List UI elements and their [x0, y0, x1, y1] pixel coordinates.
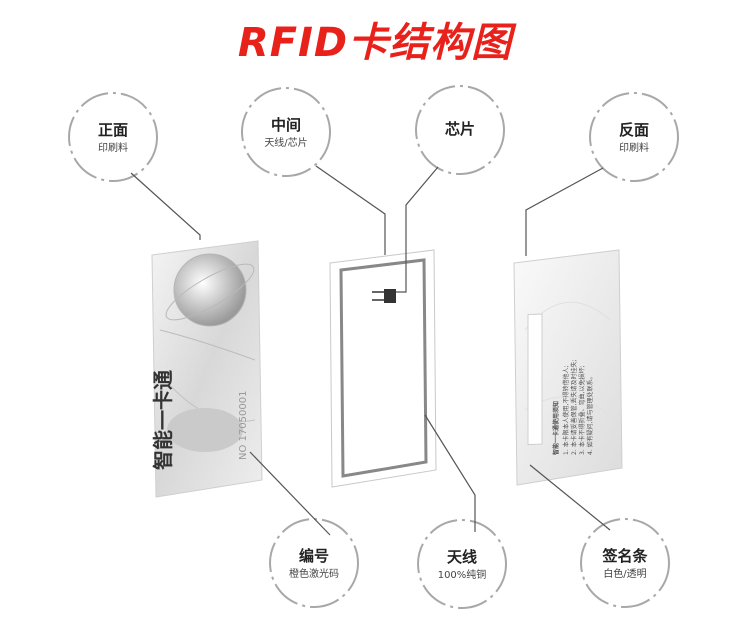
back-line: 1. 本卡限本人使用,不得转借他人;	[562, 365, 570, 455]
diagram-title: RFID卡结构图	[237, 20, 513, 66]
back-circle	[589, 92, 679, 182]
back-leader	[525, 167, 604, 256]
antenna-circle	[417, 519, 507, 609]
label-front-main: 正面	[97, 121, 128, 139]
middle-card	[329, 249, 437, 488]
label-front-sub: 印刷料	[98, 143, 128, 154]
label-back: 反面 印刷料	[584, 121, 684, 156]
card-serial: NO 17050001	[238, 391, 249, 460]
label-antenna: 天线 100%纯铜	[412, 548, 512, 583]
label-middle-sub: 天线/芯片	[264, 138, 308, 149]
back-line: 3. 本卡不得折叠、弯曲,以免损坏;	[578, 365, 586, 455]
chip-circle	[415, 85, 505, 175]
label-middle-main: 中间	[270, 116, 301, 134]
middle-circle	[241, 87, 331, 177]
antenna-leader	[424, 414, 476, 532]
signature-circle	[580, 518, 670, 608]
label-signature-main: 签名条	[602, 547, 648, 565]
chip-module	[384, 289, 396, 303]
label-number-main: 编号	[298, 547, 329, 565]
front-leader	[130, 172, 201, 240]
chip-leader	[396, 166, 439, 293]
signature-strip	[527, 313, 543, 446]
label-back-main: 反面	[618, 121, 649, 139]
label-back-sub: 印刷料	[619, 143, 649, 154]
label-number: 编号 橙色激光码	[264, 547, 364, 582]
label-signature-sub: 白色/透明	[603, 569, 647, 580]
signature-leader	[529, 464, 611, 531]
front-card: 智能一卡通 NO 17050001	[151, 240, 263, 498]
label-chip-main: 芯片	[444, 120, 475, 138]
label-middle: 中间 天线/芯片	[236, 116, 336, 151]
label-chip: 芯片	[410, 120, 510, 138]
back-line: 2. 本卡请妥善保管,丢失请及时挂失;	[570, 359, 578, 455]
number-leader	[249, 451, 331, 536]
card-front-text: 智能一卡通	[151, 370, 175, 470]
front-circle	[68, 92, 158, 182]
label-signature: 签名条 白色/透明	[575, 547, 675, 582]
back-card: 智能一卡通使用须知 1. 本卡限本人使用,不得转借他人; 2. 本卡请妥善保管,…	[513, 249, 623, 486]
middle-leader	[315, 165, 386, 255]
label-number-sub: 橙色激光码	[289, 569, 339, 580]
label-antenna-main: 天线	[446, 548, 477, 566]
back-title: 智能一卡通使用须知	[552, 401, 560, 455]
label-front: 正面 印刷料	[63, 121, 163, 156]
label-antenna-sub: 100%纯铜	[437, 570, 487, 581]
back-line: 4. 如有疑问,请与管理处联系。	[586, 373, 594, 455]
